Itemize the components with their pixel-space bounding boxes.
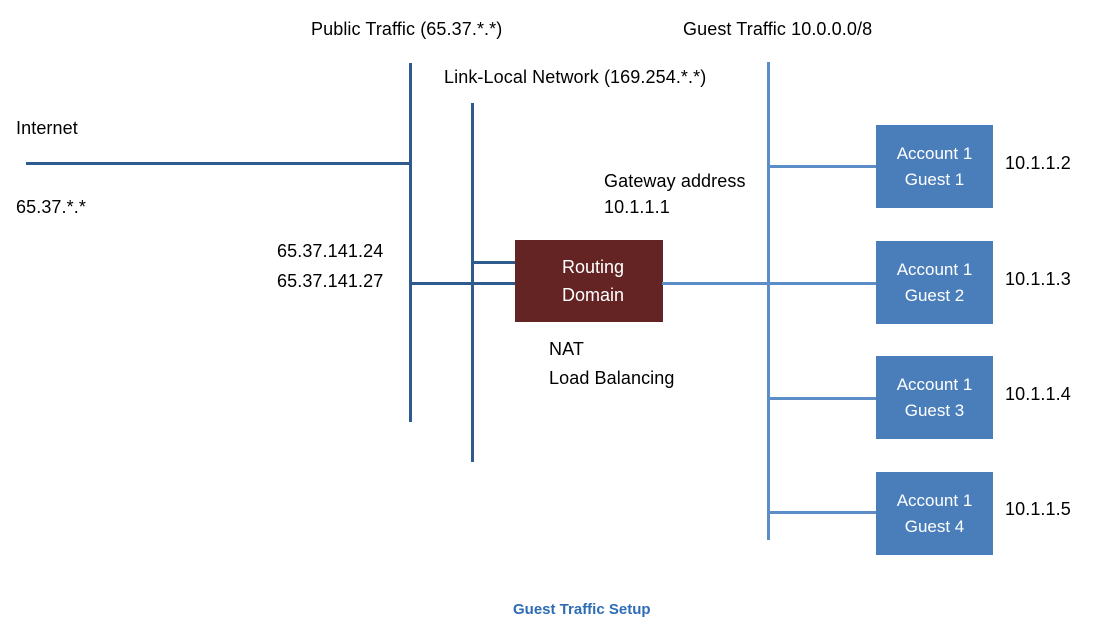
public-traffic-bus-line bbox=[409, 63, 412, 422]
guest-1-connector-line bbox=[767, 165, 879, 168]
router-function-nat-label: NAT bbox=[549, 339, 584, 359]
guest-traffic-label: Guest Traffic 10.0.0.0/8 bbox=[683, 19, 873, 39]
guest-box-1[interactable]: Account 1 Guest 1 bbox=[876, 125, 993, 208]
internet-trunk-line bbox=[26, 162, 412, 165]
router-function-load-balancing-label: Load Balancing bbox=[549, 368, 675, 388]
guest-3-name: Guest 3 bbox=[904, 400, 965, 420]
routing-domain-title-line1: Routing bbox=[561, 257, 625, 277]
guest-2-connector-line bbox=[767, 282, 879, 285]
guest-1-ip-label: 10.1.1.2 bbox=[1005, 153, 1071, 173]
link-local-to-router-line bbox=[471, 261, 519, 264]
guest-3-ip-label: 10.1.1.4 bbox=[1005, 384, 1071, 404]
guest-3-account: Account 1 bbox=[896, 374, 973, 394]
public-bus-to-router-line bbox=[409, 282, 519, 285]
guest-1-account: Account 1 bbox=[896, 143, 973, 163]
public-traffic-label: Public Traffic (65.37.*.*) bbox=[311, 19, 503, 39]
guest-4-connector-line bbox=[767, 511, 879, 514]
guest-2-account: Account 1 bbox=[896, 259, 973, 279]
guest-3-connector-line bbox=[767, 397, 879, 400]
guest-box-3[interactable]: Account 1 Guest 3 bbox=[876, 356, 993, 439]
internet-label: Internet bbox=[16, 118, 78, 138]
internet-subnet-label: 65.37.*.* bbox=[16, 197, 86, 217]
diagram-caption: Guest Traffic Setup bbox=[513, 601, 651, 618]
public-ip-primary-label: 65.37.141.24 bbox=[277, 241, 384, 261]
guest-4-ip-label: 10.1.1.5 bbox=[1005, 499, 1071, 519]
public-ip-secondary-label: 65.37.141.27 bbox=[277, 271, 384, 291]
routing-domain-title-line2: Domain bbox=[561, 285, 625, 305]
link-local-network-label: Link-Local Network (169.254.*.*) bbox=[444, 67, 707, 87]
guest-2-ip-label: 10.1.1.3 bbox=[1005, 269, 1071, 289]
guest-4-name: Guest 4 bbox=[904, 516, 965, 536]
gateway-address-label: Gateway address bbox=[604, 171, 746, 191]
gateway-address-value: 10.1.1.1 bbox=[604, 197, 670, 217]
guest-traffic-bus-line bbox=[767, 62, 770, 540]
guest-4-account: Account 1 bbox=[896, 490, 973, 510]
routing-domain-box[interactable]: Routing Domain bbox=[515, 240, 663, 322]
guest-box-2[interactable]: Account 1 Guest 2 bbox=[876, 241, 993, 324]
guest-2-name: Guest 2 bbox=[904, 285, 965, 305]
guest-box-4[interactable]: Account 1 Guest 4 bbox=[876, 472, 993, 555]
guest-1-name: Guest 1 bbox=[904, 169, 965, 189]
